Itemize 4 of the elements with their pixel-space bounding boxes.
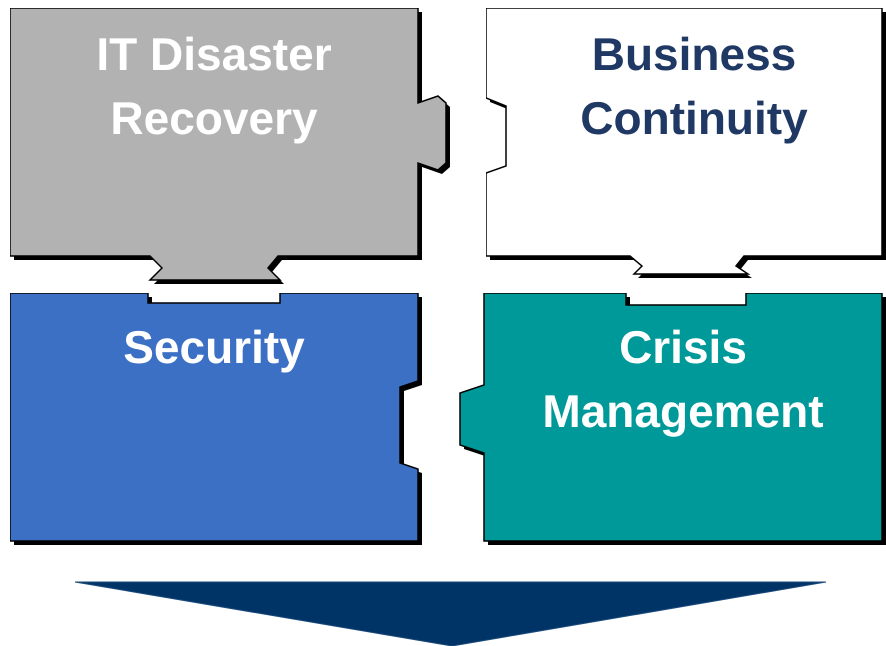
piece-title: Business Continuity <box>579 27 809 146</box>
piece-title: Security <box>122 320 306 375</box>
piece-title: Crisis Management <box>541 320 825 440</box>
piece-title: IT Disaster Recovery <box>95 27 333 146</box>
